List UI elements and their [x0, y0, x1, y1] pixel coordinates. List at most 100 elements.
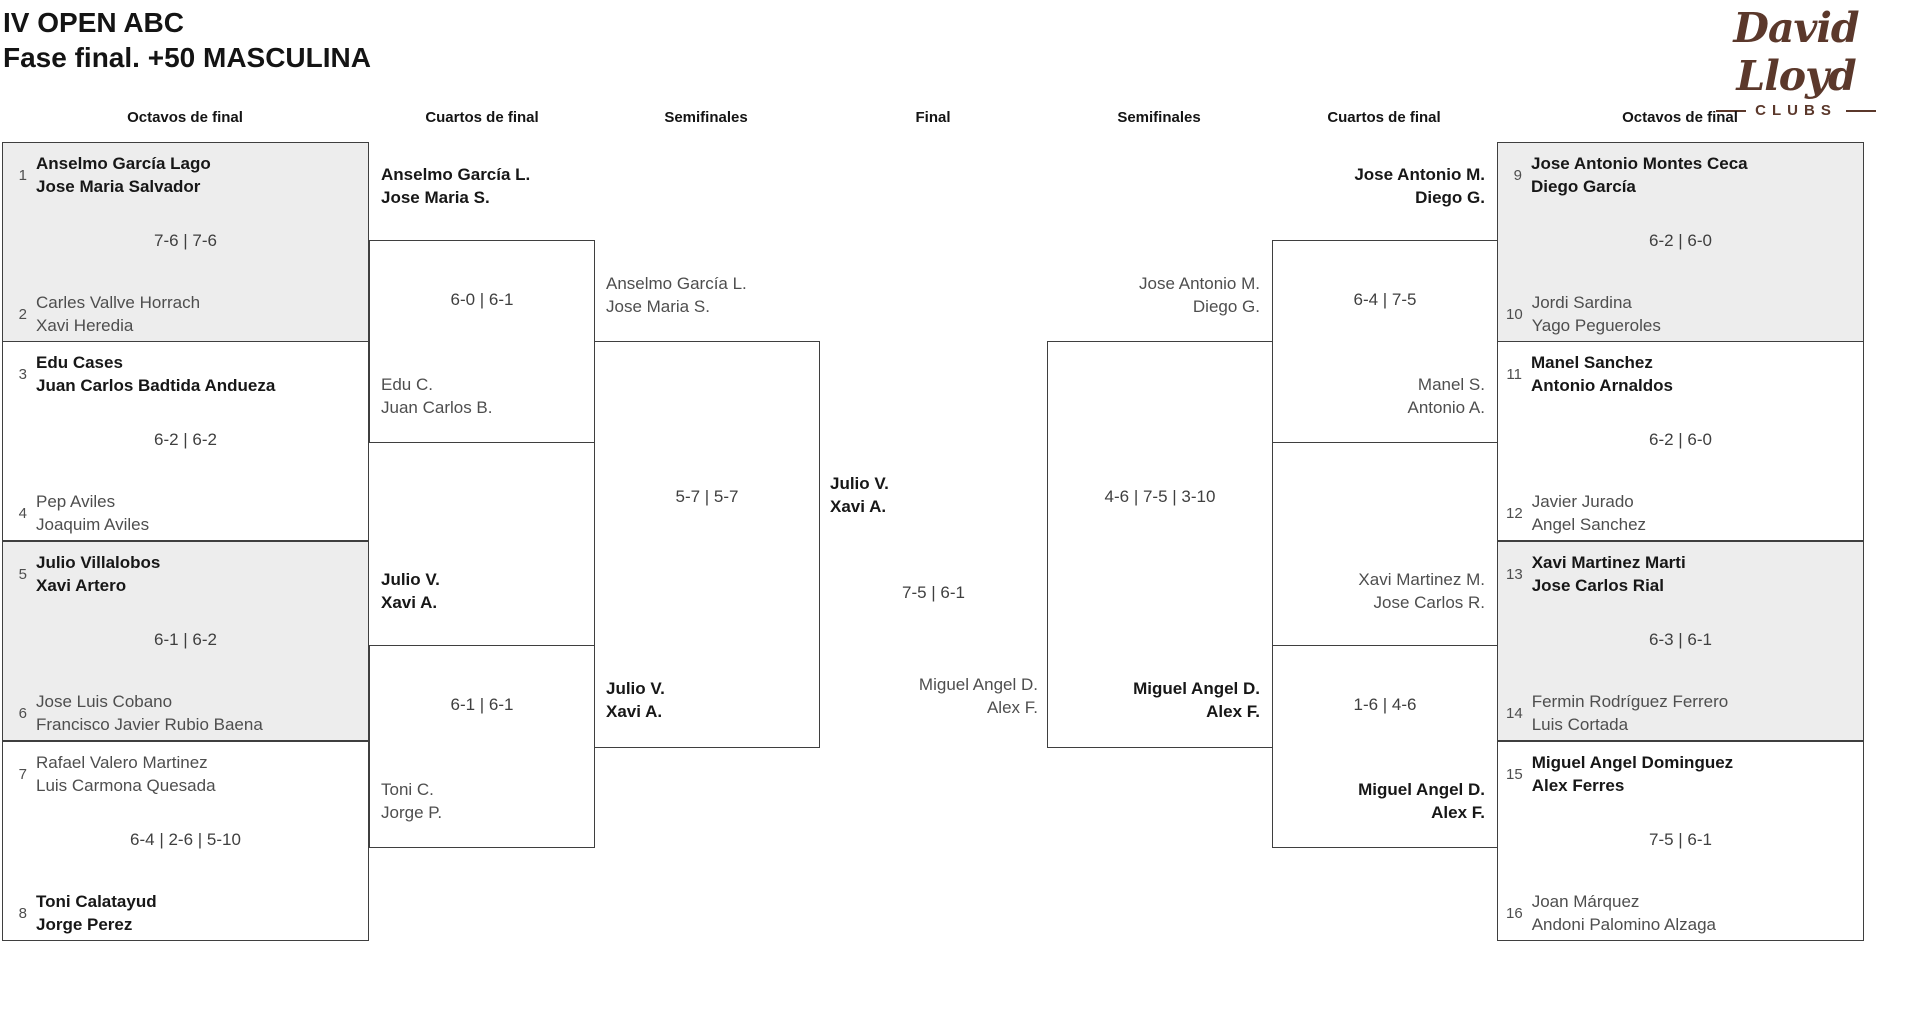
- round-header-cuartos-left: Cuartos de final: [425, 109, 539, 126]
- match-score: 6-2 | 6-0: [1648, 430, 1712, 449]
- player-name: Toni C.: [381, 780, 434, 799]
- player-name: Miguel Angel D.: [918, 675, 1038, 694]
- player-name: Joan Márquez: [1531, 892, 1640, 911]
- player-name: Alex Ferres: [1531, 776, 1625, 795]
- seed-number: 10: [1506, 305, 1523, 323]
- match-score: 6-2 | 6-2: [153, 430, 217, 449]
- match-score: 6-0 | 6-1: [450, 290, 514, 309]
- player-name: Juan Carlos B.: [381, 398, 493, 417]
- player-name: Diego G.: [1415, 188, 1485, 207]
- player-name: Luis Cortada: [1531, 715, 1629, 734]
- logo-clubs-label: CLUBS: [1755, 102, 1837, 119]
- match-box-cuartos-right-1: Jose Antonio M. Diego G. 6-4 | 7-5 Manel …: [1272, 165, 1498, 443]
- round-header-cuartos-right: Cuartos de final: [1327, 109, 1441, 126]
- match-box-semifinal-right: Jose Antonio M.Diego G. 4-6 | 7-5 | 3-10…: [1047, 274, 1273, 748]
- seed-number: 12: [1506, 504, 1523, 522]
- team-pair: Edu C.Juan Carlos B.: [381, 373, 493, 419]
- david-lloyd-logo: David Lloyd CLUBS: [1686, 4, 1906, 119]
- player-name: Xavi Artero: [36, 576, 127, 595]
- player-name: Alex F.: [986, 698, 1038, 717]
- player-name: Jose Carlos R.: [1373, 593, 1485, 612]
- match-score: 5-7 | 5-7: [675, 487, 739, 506]
- player-name: Diego G.: [1192, 297, 1260, 316]
- tournament-title-line1: IV OPEN ABC: [3, 7, 184, 38]
- match-score: 7-6 | 7-6: [153, 231, 217, 250]
- match-score: 6-2 | 6-0: [1648, 231, 1712, 250]
- match-score: 6-3 | 6-1: [1648, 630, 1712, 649]
- player-name: Anselmo García Lago: [36, 154, 211, 173]
- player-name: Antonio Arnaldos: [1531, 376, 1673, 395]
- player-name: Miguel Angel D.: [1133, 679, 1260, 698]
- seed-number: 6: [18, 704, 27, 722]
- player-name: Jorge P.: [381, 803, 443, 822]
- player-name: Manel Sanchez: [1531, 353, 1653, 372]
- seed-number: 2: [18, 305, 27, 323]
- seed-number: 1: [18, 166, 27, 184]
- logo-divider-line: [1845, 109, 1876, 112]
- round-header-semis-right: Semifinales: [1117, 109, 1201, 126]
- player-name: Alex F.: [1431, 803, 1485, 822]
- player-name: Xavi A.: [381, 593, 438, 612]
- player-name: Joaquim Aviles: [36, 515, 150, 534]
- player-name: Juan Carlos Badtida Andueza: [36, 376, 276, 395]
- player-name: Xavi Heredia: [36, 316, 134, 335]
- player-name: Carles Vallve Horrach: [36, 293, 201, 312]
- player-name: Andoni Palomino Alzaga: [1531, 915, 1716, 934]
- seed-number: 14: [1506, 704, 1523, 722]
- player-name: Jose Antonio M.: [1354, 165, 1485, 184]
- team-pair: Julio V.Xavi A.: [830, 472, 889, 518]
- player-name: Angel Sanchez: [1531, 515, 1647, 534]
- match-score: 6-4 | 7-5: [1353, 290, 1417, 309]
- player-name: Jose Maria S.: [606, 297, 710, 316]
- match-score: 6-1 | 6-2: [153, 630, 217, 649]
- seed-number: 15: [1506, 765, 1523, 783]
- team-pair: Miguel Angel D. Alex F.: [919, 673, 1038, 719]
- player-name: Jose Maria Salvador: [36, 177, 201, 196]
- player-name: Edu Cases: [36, 353, 123, 372]
- player-name: Julio V.: [381, 570, 440, 589]
- player-name: Pep Aviles: [36, 492, 116, 511]
- player-name: Jose Antonio Montes Ceca: [1531, 154, 1748, 173]
- seed-number: 9: [1513, 166, 1522, 184]
- player-name: Julio V.: [830, 474, 889, 493]
- tournament-title: IV OPEN ABC Fase final. +50 MASCULINA: [3, 5, 371, 75]
- seed-number: 5: [18, 565, 27, 583]
- round-header-octavos-left: Octavos de final: [127, 109, 243, 126]
- player-name: Jose Carlos Rial: [1531, 576, 1664, 595]
- player-name: Miguel Angel Dominguez: [1531, 753, 1734, 772]
- round-header-final: Final: [915, 109, 951, 126]
- match-final: Julio V.Xavi A. 7-5 | 6-1 Miguel Angel D…: [819, 341, 1048, 747]
- match-score: 1-6 | 4-6: [1353, 695, 1417, 714]
- seed-number: 8: [18, 904, 27, 922]
- player-name: Alex F.: [1206, 702, 1260, 721]
- logo-divider-line: [1716, 109, 1747, 112]
- seed-number: 4: [18, 504, 27, 522]
- team-pair: Anselmo García L.Jose Maria S.: [606, 272, 747, 318]
- player-name: Manel S.: [1417, 375, 1485, 394]
- player-name: Jordi Sardina: [1531, 293, 1632, 312]
- player-name: Jose Luis Cobano: [36, 692, 173, 711]
- match-score: 6-4 | 2-6 | 5-10: [130, 830, 241, 849]
- match-box-semifinal-left: Anselmo García L.Jose Maria S. 5-7 | 5-7…: [594, 274, 820, 748]
- seed-number: 16: [1506, 904, 1523, 922]
- team-pair: Julio V.Xavi A.: [606, 677, 665, 723]
- round-header-octavos-right: Octavos de final: [1622, 109, 1738, 126]
- player-name: Xavi Martinez M.: [1358, 570, 1485, 589]
- player-name: Jose Antonio M.: [1139, 274, 1260, 293]
- team-pair: Manel S.Antonio A.: [1407, 373, 1485, 419]
